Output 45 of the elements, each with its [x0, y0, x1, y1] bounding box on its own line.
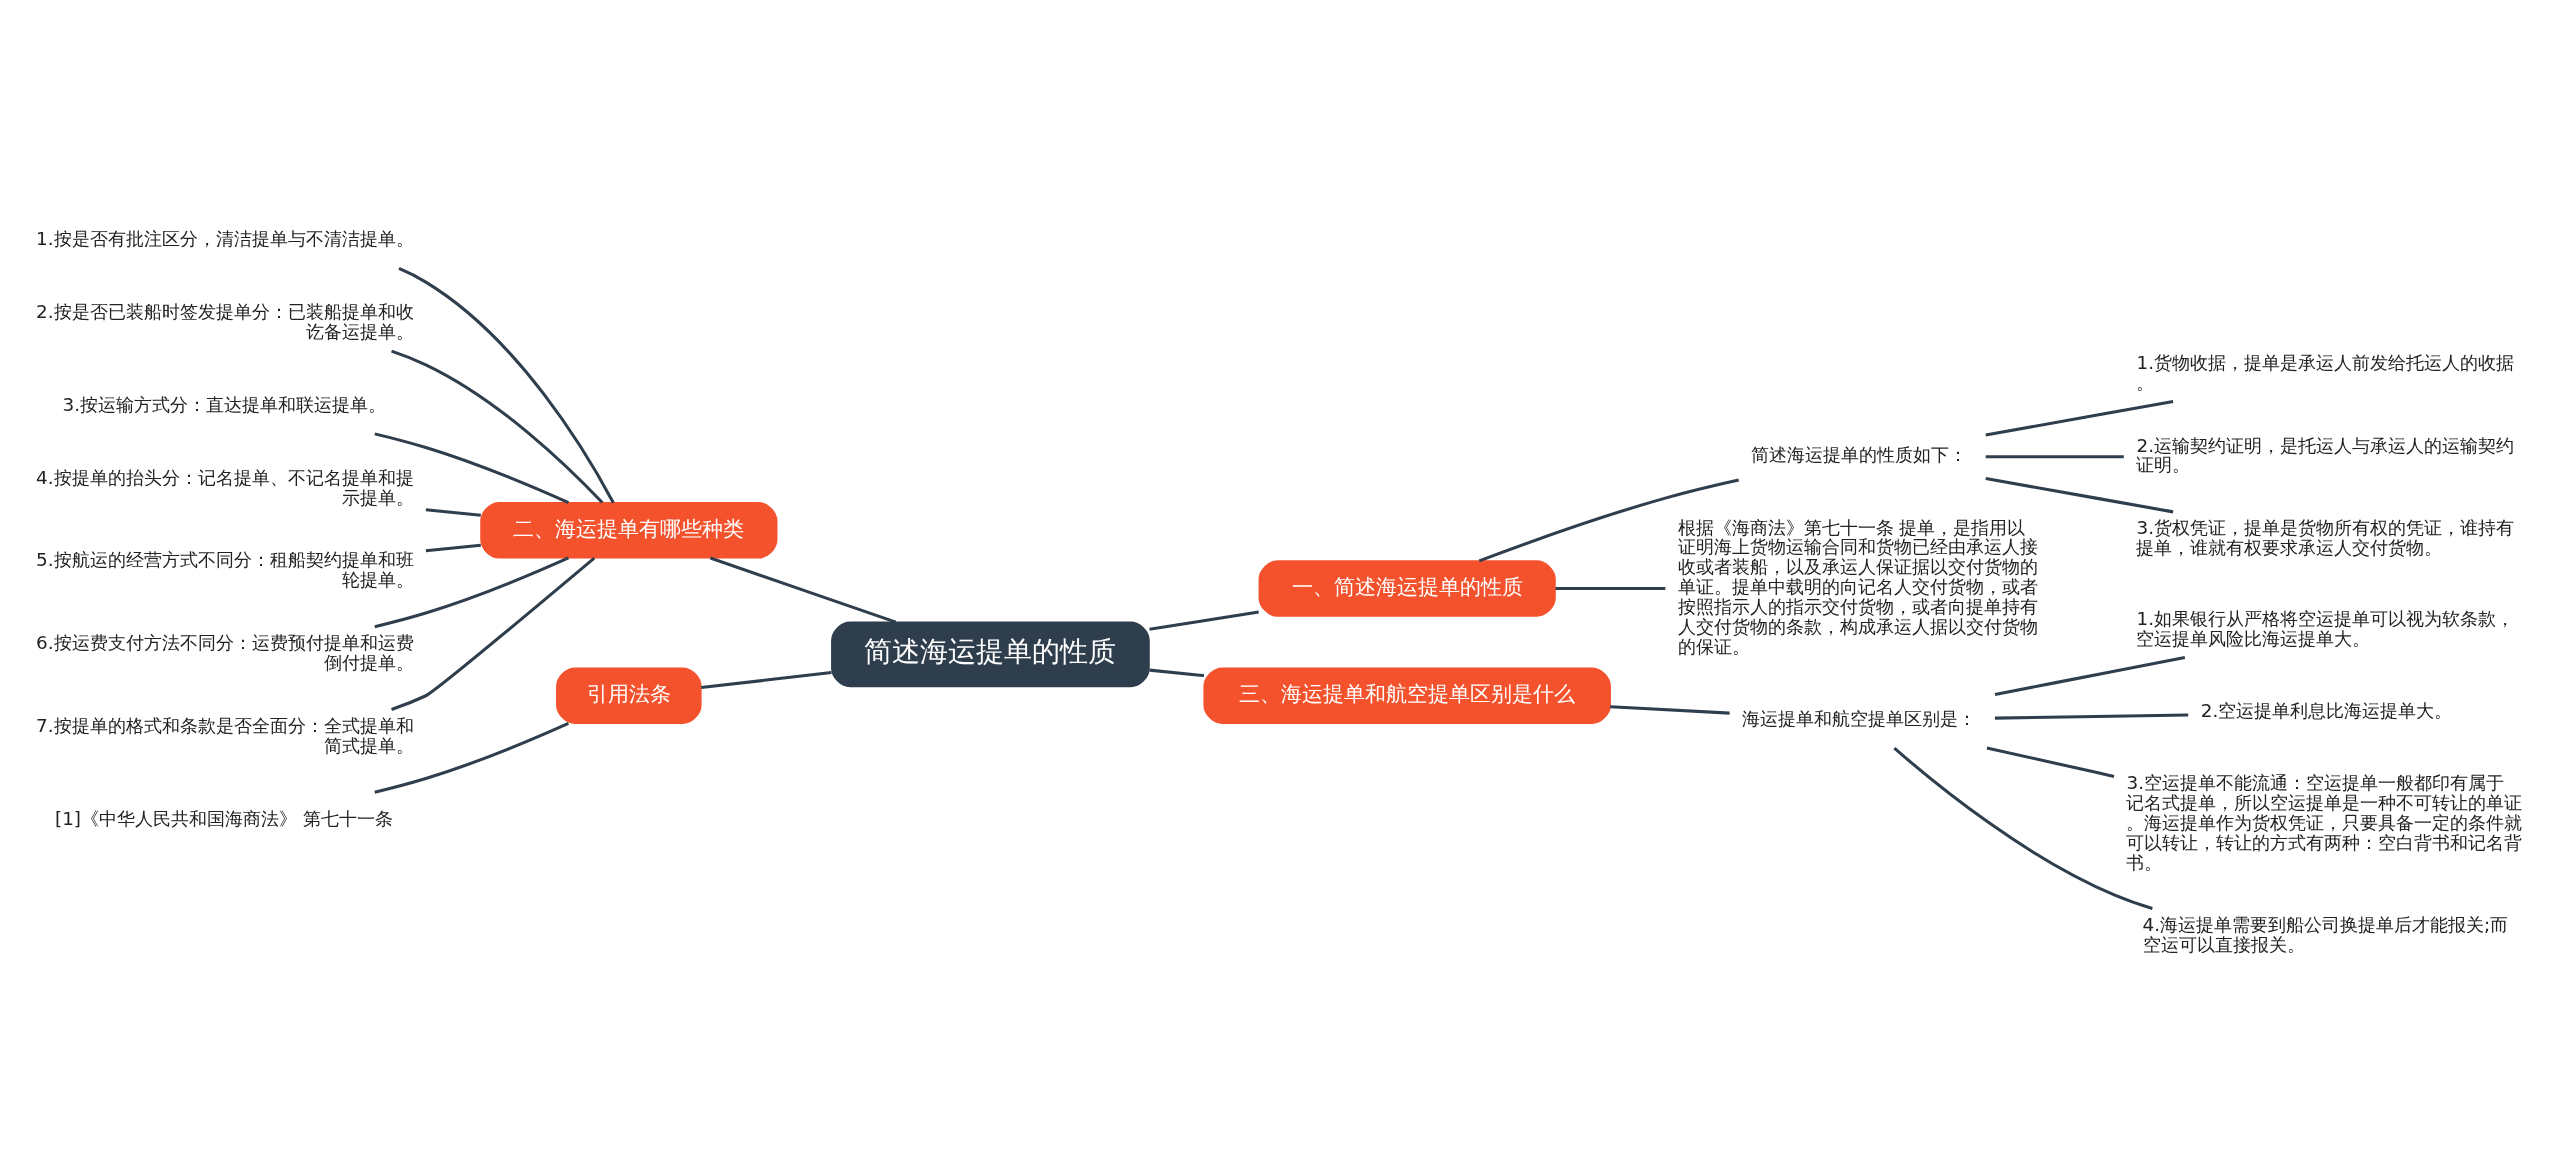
connector	[709, 556, 897, 624]
connector	[398, 266, 615, 503]
connector	[425, 543, 481, 552]
node-text: 海运提单和航空提单区别是：	[1741, 707, 1976, 729]
connector	[391, 556, 596, 711]
node-box: 简述海运提单的性质	[831, 620, 1150, 687]
connector	[701, 670, 832, 689]
connector	[374, 431, 570, 504]
node-text: 4.海运提单需要到船公司换提单后才能报关;而空运可以直接报关。	[2142, 913, 2509, 955]
connector	[1555, 586, 1666, 590]
node-text: 3.空运提单不能流通：空运提单一般都印有属于记名式提单，所以空运提单是一种不可转让的单证。海运提单作为货权凭证，只要具备一定的条件就可以转让，转让的方式有两种：空白背书和记名背书。	[2126, 771, 2523, 873]
node-box: 引用法条	[556, 666, 702, 724]
connector	[374, 721, 570, 794]
connector	[1985, 399, 2174, 436]
connector	[1994, 712, 2189, 720]
node-box: 一、简述海运提单的性质	[1258, 559, 1556, 617]
connector	[1986, 745, 2115, 778]
connector	[1610, 704, 1730, 715]
connector	[374, 556, 570, 628]
connector	[1478, 478, 1739, 562]
node-box: 三、海运提单和航空提单区别是什么	[1203, 666, 1611, 724]
connector	[1149, 609, 1259, 631]
connector	[1893, 746, 2153, 910]
node-text: 2.空运提单利息比海运提单大。	[2200, 699, 2453, 721]
node-box: 二、海运提单有哪些种类	[480, 501, 778, 559]
node-text: 简述海运提单的性质如下：	[1751, 443, 1968, 465]
node-text: 2.运输契约证明，是托运人与承运人的运输契约证明。	[2136, 434, 2515, 475]
node-text: 根据《海商法》第七十一条 提单，是指用以证明海上货物运输合同和货物已经由承运人接收或者装船，以及承运人保证据以交付货物的单证。提单中载明的向记名人交付货物，或者按照指示人的指示交付货物，或者向提单持有人交付货物的条款，构成承运人据以交付货物的保证。	[1677, 516, 2038, 657]
node-text: 1.如果银行从严格将空运提单可以视为软条款，空运提单风险比海运提单大。	[2136, 607, 2515, 649]
node-text: 5.按航运的经营方式不同分：租船契约提单和班轮提单。	[36, 548, 414, 590]
connector	[1994, 655, 2186, 696]
node-text: 3.货权凭证，提单是货物所有权的凭证，谁持有提单，谁就有权要求承运人交付货物。	[2136, 516, 2515, 558]
connector	[1985, 454, 2124, 458]
node-text: [1]《中华人民共和国海商法》 第七十一条	[55, 807, 393, 829]
node-text: 2.按是否已装船时签发提单分：已装船提单和收讫备运提单。	[36, 300, 414, 342]
node-text: 6.按运费支付方法不同分：运费预付提单和运费倒付提单。	[36, 631, 414, 673]
node-text: 1.货物收据，提单是承运人前发给托运人的收据。	[2136, 351, 2515, 393]
node-text: 1.按是否有批注区分，清洁提单与不清洁提单。	[36, 227, 414, 249]
node-text: 4.按提单的抬头分：记名提单、不记名提单和提示提单。	[36, 466, 414, 508]
node-text: 3.按运输方式分：直达提单和联运提单。	[62, 393, 386, 415]
connector	[425, 507, 481, 517]
connector	[1149, 668, 1205, 677]
connector	[391, 349, 604, 504]
node-text: 7.按提单的格式和条款是否全面分：全式提单和简式提单。	[36, 714, 414, 756]
connector	[1985, 476, 2174, 513]
